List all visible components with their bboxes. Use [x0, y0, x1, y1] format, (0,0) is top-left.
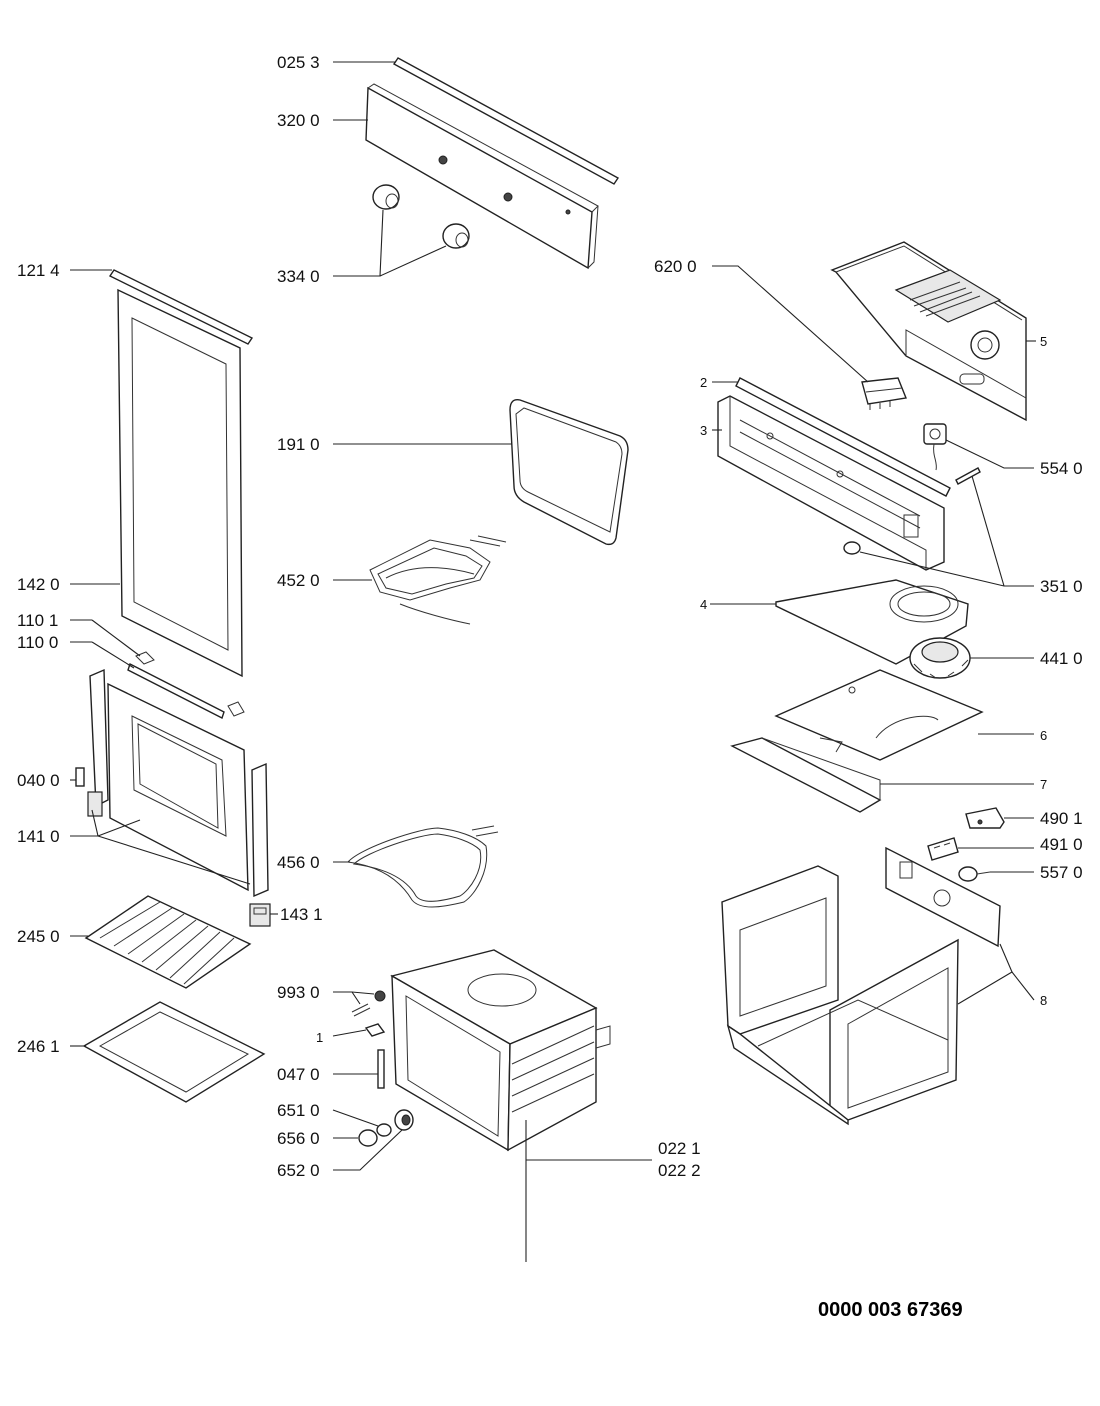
- label-554-0: 554 0: [1040, 459, 1083, 478]
- part-121-4-door-profile: [108, 269, 254, 345]
- label-3: 3: [700, 423, 707, 438]
- part-652-0-lamp-holder: [394, 1109, 414, 1131]
- label-993-0: 993 0: [277, 983, 320, 1002]
- label-651-0: 651 0: [277, 1101, 320, 1120]
- part-452-0-grill-element: [369, 535, 507, 625]
- label-191-0: 191 0: [277, 435, 320, 454]
- part-490-1-bracket: [965, 807, 1005, 829]
- part-8-oven-housing: [721, 846, 1001, 1126]
- part-620-0-switch: [861, 377, 907, 410]
- part-320-0-control-panel: [365, 83, 599, 270]
- label-5: 5: [1040, 334, 1047, 349]
- label-452-0: 452 0: [277, 571, 320, 590]
- part-110-0-door-bar: [127, 651, 245, 719]
- part-2-top-bar: [735, 377, 951, 497]
- part-334-0-knobs: [372, 184, 470, 249]
- label-4: 4: [700, 597, 707, 612]
- part-3-front-frame: [717, 395, 945, 571]
- part-246-1-baking-tray: [82, 1001, 266, 1103]
- label-8: 8: [1040, 993, 1047, 1008]
- label-652-0: 652 0: [277, 1161, 320, 1180]
- label-110-1: 110 1: [17, 611, 58, 630]
- label-320-0: 320 0: [277, 111, 320, 130]
- part-441-0-fan: [909, 637, 971, 679]
- label-557-0: 557 0: [1040, 863, 1083, 882]
- part-351-0-lamp: [843, 467, 981, 555]
- part-245-0-oven-shelf: [84, 895, 252, 989]
- label-351-0: 351 0: [1040, 577, 1083, 596]
- label-246-1: 246 1: [17, 1037, 60, 1056]
- label-7: 7: [1040, 777, 1047, 792]
- part-143-1-hinge-block: [249, 903, 271, 927]
- label-656-0: 656 0: [277, 1129, 320, 1148]
- label-6: 6: [1040, 728, 1047, 743]
- part-191-0-oven-gasket: [509, 399, 629, 546]
- label-490-1: 490 1: [1040, 809, 1083, 828]
- label-110-0: 110 0: [17, 633, 58, 652]
- part-554-0-motor: [923, 423, 947, 471]
- label-2: 2: [700, 375, 707, 390]
- label-245-0: 245 0: [17, 927, 60, 946]
- part-022-oven-cavity: [390, 949, 611, 1152]
- document-number: 0000 003 67369: [818, 1299, 963, 1321]
- part-040-0-hinge: [75, 767, 85, 787]
- part-456-0-bottom-element: [347, 825, 499, 908]
- label-141-0: 141 0: [17, 827, 60, 846]
- label-022-1: 022 1: [658, 1139, 701, 1158]
- part-142-0-door-glass: [117, 288, 243, 678]
- label-334-0: 334 0: [277, 267, 320, 286]
- part-1-clip: [364, 1023, 386, 1037]
- part-993-0-screws: [351, 990, 386, 1017]
- part-557-0-thermostat: [958, 866, 991, 882]
- part-047-0-rail: [377, 1049, 385, 1089]
- label-142-0: 142 0: [17, 575, 60, 594]
- label-025-3: 025 3: [277, 53, 320, 72]
- part-6-bottom-cover: [774, 669, 984, 761]
- label-040-0: 040 0: [17, 771, 60, 790]
- label-456-0: 456 0: [277, 853, 320, 872]
- label-491-0: 491 0: [1040, 835, 1083, 854]
- label-047-0: 047 0: [277, 1065, 320, 1084]
- label-143-1: 143 1: [280, 905, 323, 924]
- part-491-0-terminal: [927, 837, 959, 861]
- part-656-0-lamp-bulb: [358, 1129, 378, 1147]
- label-1: 1: [316, 1030, 323, 1045]
- label-121-4: 121 4: [17, 261, 60, 280]
- part-5-top-cover: [830, 241, 1027, 422]
- label-441-0: 441 0: [1040, 649, 1083, 668]
- part-651-0-lamp-cover: [376, 1123, 392, 1137]
- part-7-bottom-panel: [730, 737, 882, 813]
- label-620-0: 620 0: [654, 257, 697, 276]
- label-022-2: 022 2: [658, 1161, 701, 1180]
- part-141-0-inner-door: [87, 668, 269, 898]
